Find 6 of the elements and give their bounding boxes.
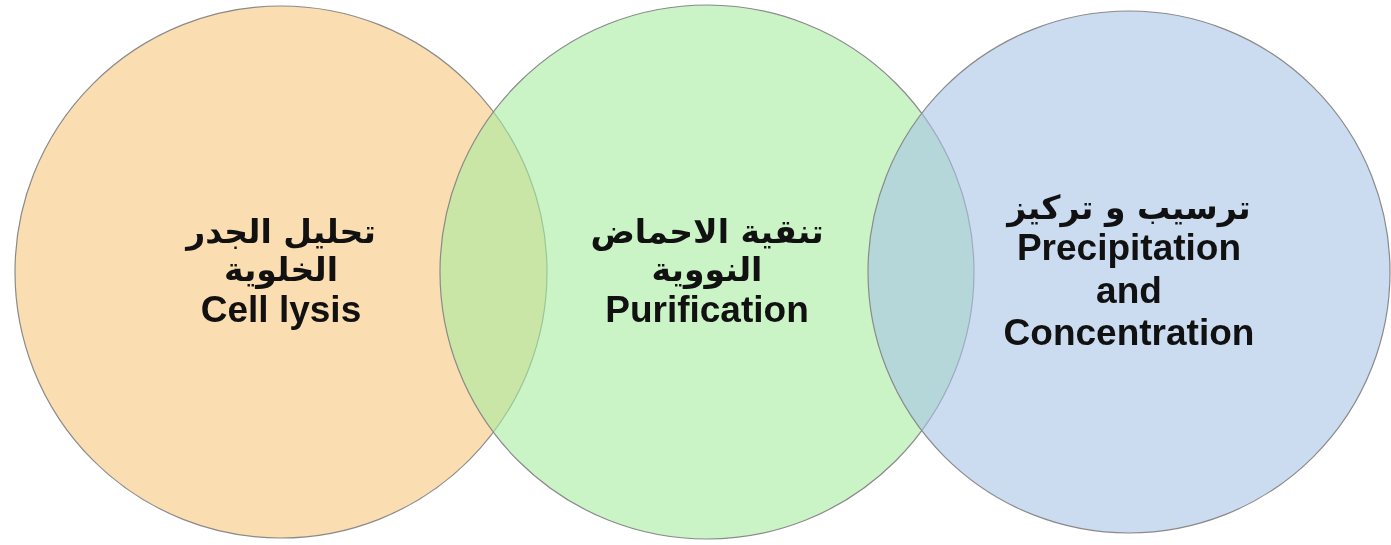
arabic-step-label: ترسيب و تركيز: [1005, 189, 1252, 228]
step-label: Precipitation and Concentration: [1002, 227, 1256, 355]
arabic-step-label: تحليل الجدر الخلوية: [184, 212, 377, 289]
step-label: Cell lysis: [199, 288, 363, 332]
arabic-step-label: تنقية الاحماض النووية: [589, 212, 825, 289]
step-label: Purification: [604, 288, 810, 332]
